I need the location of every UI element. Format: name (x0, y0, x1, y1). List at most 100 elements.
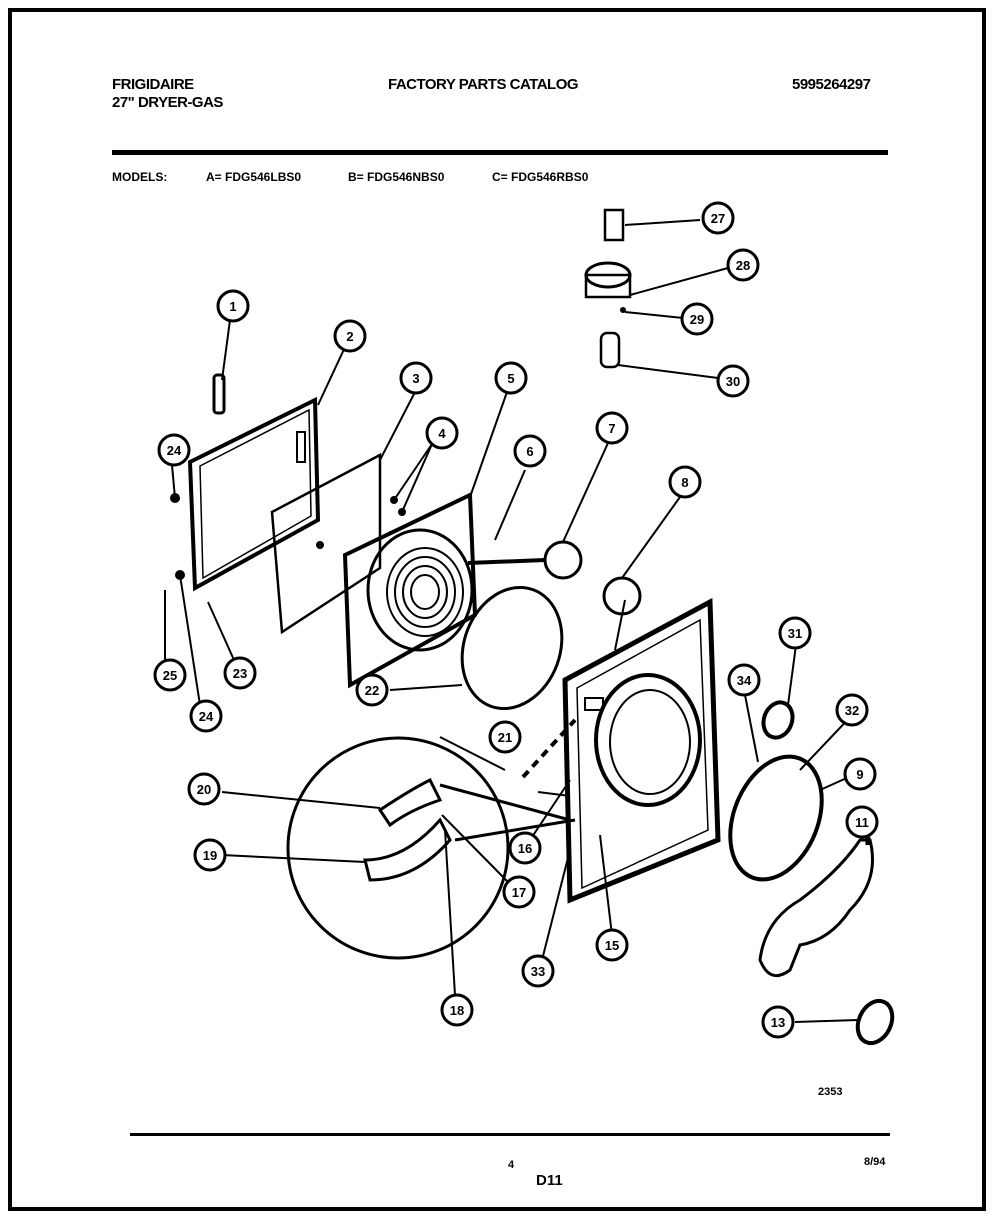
callout-label: 22 (365, 683, 379, 698)
leader-lines (439, 718, 613, 961)
callout-9: 9 (843, 757, 877, 791)
callout-circle (399, 361, 433, 395)
callout-circle (223, 656, 257, 690)
callout-label: 7 (608, 421, 615, 436)
callout-34: 34 (727, 663, 761, 697)
callout-circle (502, 875, 536, 909)
callout-29: 29 (680, 302, 714, 336)
callout-label: 6 (526, 444, 533, 459)
callout-label: 33 (531, 964, 545, 979)
callout-28: 28 (726, 248, 760, 282)
callout-group: 1234567891113151617181920212223242425272… (153, 201, 879, 1039)
section-code: D11 (536, 1172, 563, 1189)
callout-23: 23 (223, 656, 257, 690)
callout-32: 32 (835, 693, 869, 727)
product-name: 27" DRYER-GAS (112, 94, 223, 111)
part-exhaust-duct (758, 819, 874, 978)
callout-label: 15 (605, 938, 619, 953)
part-door-liner (342, 391, 508, 689)
catalog-number: 5995264297 (792, 76, 871, 93)
callout-2: 2 (333, 319, 367, 353)
callout-3: 3 (399, 361, 433, 395)
callout-circle (488, 720, 522, 754)
callout-circle (193, 838, 227, 872)
part-door-switch-assembly (584, 208, 729, 379)
callout-16: 16 (508, 831, 542, 865)
callout-label: 25 (163, 668, 177, 683)
callout-label: 32 (845, 703, 859, 718)
part-door-outer-panel (187, 344, 347, 592)
callout-label: 11 (855, 815, 869, 830)
callout-circle (595, 411, 629, 445)
callout-circle (494, 361, 528, 395)
part-door-handle (212, 319, 231, 415)
callout-label: 17 (512, 885, 526, 900)
callout-30: 30 (716, 364, 750, 398)
revision-date: 8/94 (864, 1156, 886, 1168)
callout-24: 24 (189, 699, 223, 733)
callout-circle (513, 434, 547, 468)
model-b: B= FDG546NBS0 (348, 170, 445, 184)
callout-31: 31 (778, 616, 812, 650)
callout-label: 27 (711, 211, 725, 226)
callout-label: 20 (197, 782, 211, 797)
callout-circle (716, 364, 750, 398)
callout-label: 28 (736, 258, 750, 273)
callout-7: 7 (595, 411, 629, 445)
part-drum-bearing (728, 644, 861, 882)
callout-circle (508, 831, 542, 865)
callout-circle (727, 663, 761, 697)
catalog-title: FACTORY PARTS CATALOG (388, 76, 579, 93)
callout-label: 34 (737, 673, 752, 688)
callout-11: 11 (845, 805, 879, 839)
callout-1: 1 (216, 289, 250, 323)
part-screws (390, 443, 433, 516)
callout-24: 24 (157, 433, 191, 467)
callout-label: 9 (856, 767, 863, 782)
callout-circle (440, 993, 474, 1027)
figure-number: 2353 (818, 1086, 843, 1098)
callout-circle (761, 1005, 795, 1039)
callout-20: 20 (187, 772, 221, 806)
callout-label: 16 (518, 841, 532, 856)
callout-21: 21 (488, 720, 522, 754)
callout-5: 5 (494, 361, 528, 395)
callout-17: 17 (502, 875, 536, 909)
callout-circle (355, 673, 389, 707)
callout-circle (680, 302, 714, 336)
callout-circle (778, 616, 812, 650)
callout-circle (216, 289, 250, 323)
part-front-panel (562, 597, 721, 904)
callout-25: 25 (153, 658, 187, 692)
callout-18: 18 (440, 993, 474, 1027)
callout-circle (521, 954, 555, 988)
callout-label: 29 (690, 312, 704, 327)
callout-label: 21 (498, 730, 512, 745)
callout-circle (726, 248, 760, 282)
callout-circle (189, 699, 223, 733)
callout-circle (153, 658, 187, 692)
part-hinge-screws-left (164, 464, 235, 706)
callout-circle (425, 416, 459, 450)
callout-4: 4 (425, 416, 459, 450)
callout-label: 18 (450, 1003, 464, 1018)
page-frame (8, 8, 986, 1211)
callout-circle (835, 693, 869, 727)
callout-circle (595, 928, 629, 962)
callout-circle (843, 757, 877, 791)
callout-15: 15 (595, 928, 629, 962)
callout-label: 24 (167, 443, 182, 458)
callout-label: 3 (412, 371, 419, 386)
callout-circle (701, 201, 735, 235)
page-number: 4 (508, 1159, 515, 1171)
callout-13: 13 (761, 1005, 795, 1039)
callout-6: 6 (513, 434, 547, 468)
callout-label: 30 (726, 374, 740, 389)
callout-label: 13 (771, 1015, 785, 1030)
callout-8: 8 (668, 465, 702, 499)
callout-label: 1 (229, 299, 236, 314)
part-door-inner-panel (270, 391, 416, 635)
part-blower-seal (794, 998, 895, 1046)
callout-label: 5 (507, 371, 514, 386)
